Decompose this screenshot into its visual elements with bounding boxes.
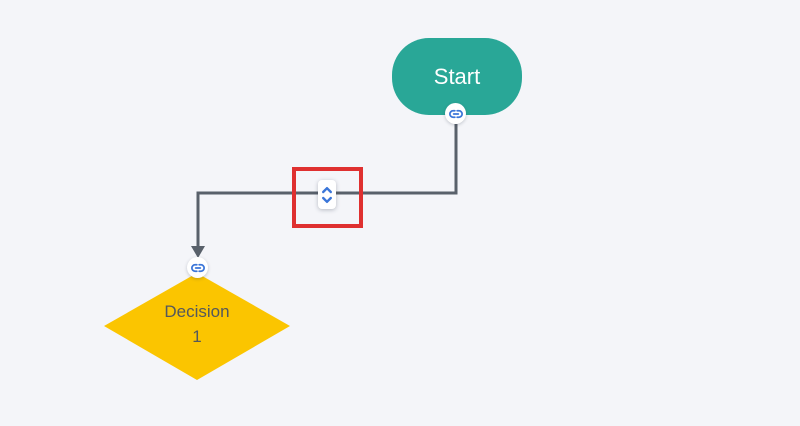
link-icon [448, 109, 463, 118]
highlight-box [292, 167, 363, 228]
decision-connection-point[interactable] [187, 257, 208, 278]
node-start-label: Start [433, 63, 481, 89]
node-start[interactable]: Start [392, 38, 522, 115]
link-icon [190, 263, 205, 272]
start-connection-point[interactable] [445, 103, 466, 124]
up-down-chevrons-icon [322, 186, 333, 203]
connector-adjust-handle[interactable] [318, 180, 336, 209]
node-decision[interactable] [104, 273, 290, 380]
connector-arrowhead-icon [191, 246, 205, 258]
